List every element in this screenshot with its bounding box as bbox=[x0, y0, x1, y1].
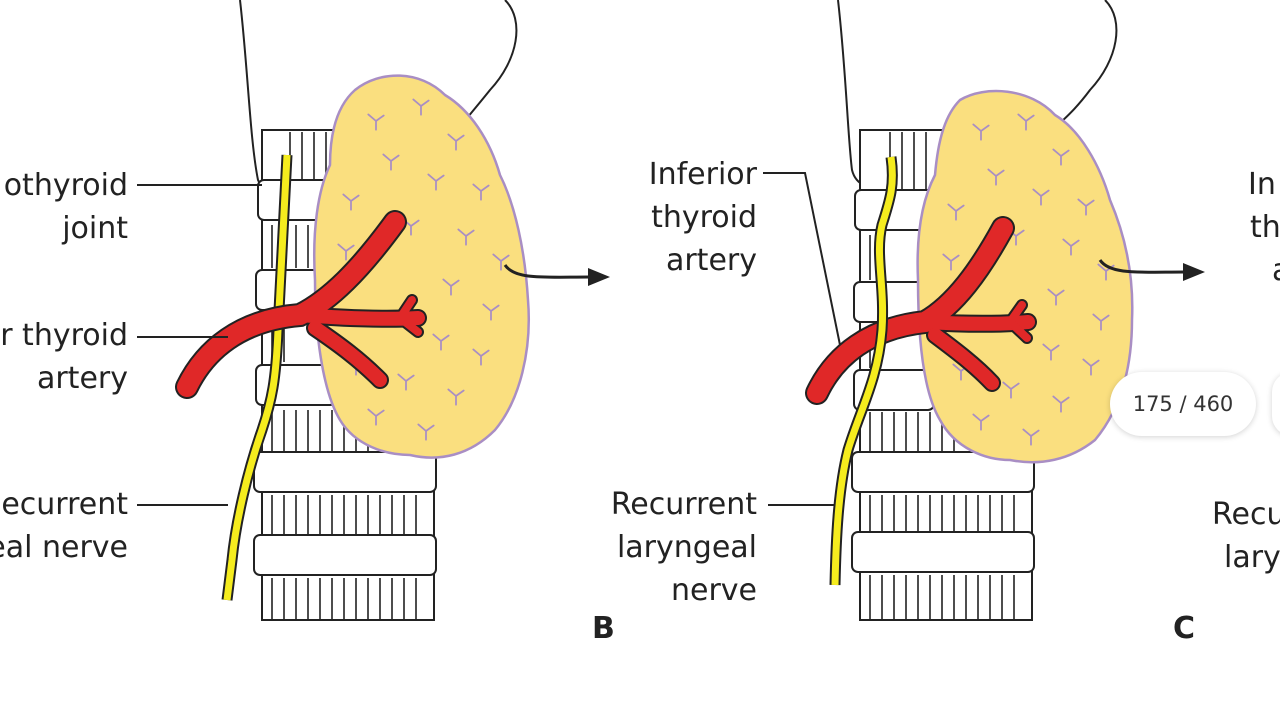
direction-arrow-c bbox=[1098, 259, 1186, 274]
label-artery-b-2: artery bbox=[37, 361, 128, 396]
panel-letter-b: B bbox=[592, 611, 615, 646]
label-artery-d-3: a bbox=[1272, 253, 1280, 288]
label-artery-b-1: r thyroid bbox=[0, 318, 128, 353]
label-nerve-d-2: lary bbox=[1224, 540, 1280, 575]
leader-artery-c bbox=[763, 172, 841, 346]
label-nerve-c-2: laryngeal bbox=[617, 530, 757, 565]
label-cricothyroid-2: joint bbox=[61, 211, 128, 246]
label-nerve-b-1: ecurrent bbox=[1, 487, 128, 522]
label-artery-d-2: th bbox=[1250, 210, 1280, 245]
arrowhead bbox=[588, 268, 610, 286]
label-artery-c-1: Inferior bbox=[649, 157, 758, 192]
label-artery-d-1: In bbox=[1248, 167, 1276, 202]
panel-c: Inferior thyroid artery Recurrent laryng… bbox=[611, 0, 1205, 646]
panel-d-partial: In th a Recu lary bbox=[1212, 167, 1280, 575]
label-cricothyroid-1: othyroid bbox=[4, 168, 128, 203]
label-nerve-d-1: Recu bbox=[1212, 497, 1280, 532]
label-artery-c-3: artery bbox=[666, 243, 757, 278]
inferior-thyroid-artery-c bbox=[805, 216, 1037, 405]
viewer-side-button[interactable] bbox=[1272, 372, 1280, 436]
panel-b: othyroid joint r thyroid artery ecurrent… bbox=[0, 0, 615, 646]
thyroid-lobe-c bbox=[916, 89, 1134, 464]
label-nerve-c-3: nerve bbox=[671, 573, 757, 608]
inferior-thyroid-artery bbox=[175, 210, 427, 399]
arrowhead-c bbox=[1183, 263, 1205, 281]
panel-letter-c: C bbox=[1173, 611, 1195, 646]
direction-arrow bbox=[503, 264, 591, 279]
larynx-outline-right-c bbox=[1057, 0, 1118, 126]
label-nerve-b-2: eal nerve bbox=[0, 530, 128, 565]
page-counter: 175 / 460 bbox=[1110, 372, 1256, 436]
page-counter-text: 175 / 460 bbox=[1132, 392, 1234, 416]
label-nerve-c-1: Recurrent bbox=[611, 487, 757, 522]
label-artery-c-2: thyroid bbox=[651, 200, 757, 235]
